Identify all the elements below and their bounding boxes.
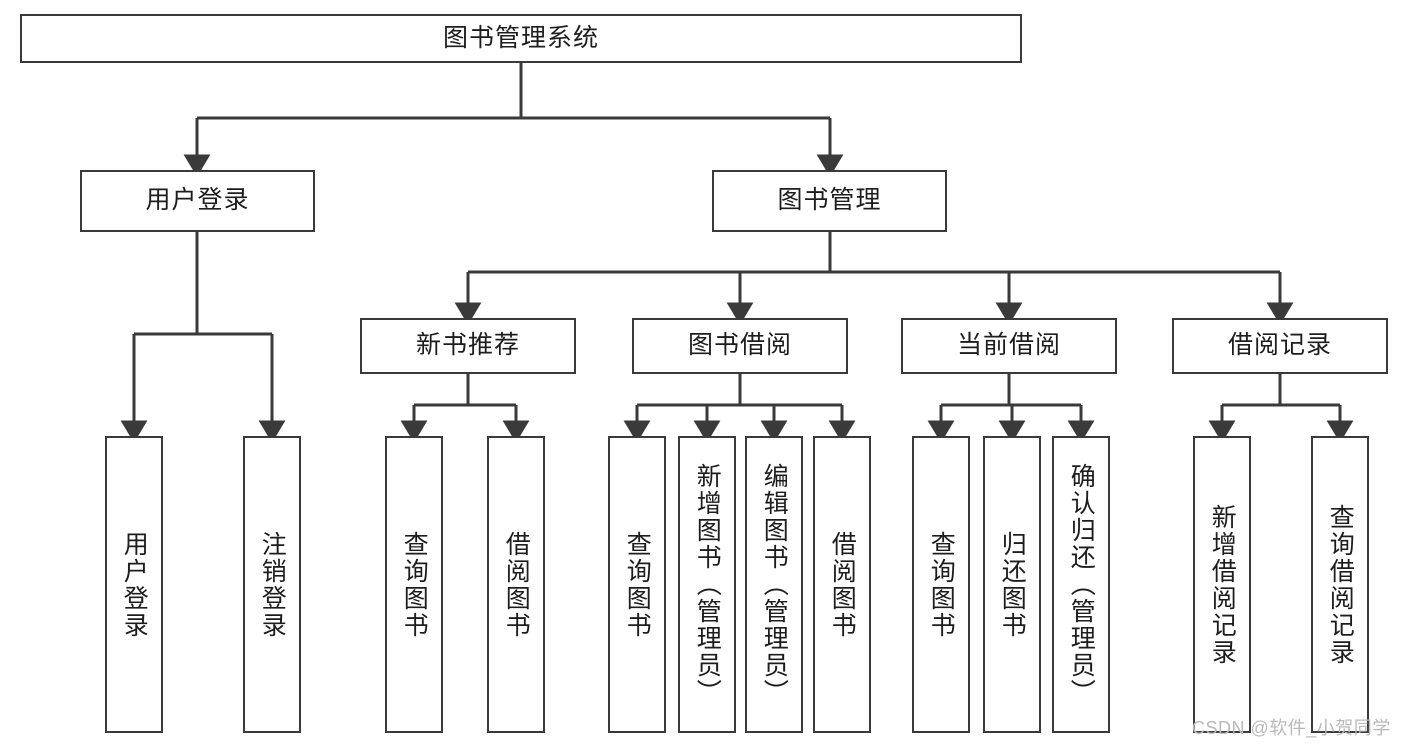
leaf-edit-book-admin[interactable]: 编辑图书（管理员）: [745, 436, 803, 733]
leaf-return-book[interactable]: 归还图书: [983, 436, 1041, 733]
leaf-borrow-book-new[interactable]: 借阅图书: [487, 436, 545, 733]
leaf-label: 归还图书: [998, 530, 1027, 639]
node-label: 用户登录: [145, 186, 250, 215]
leaf-add-book-admin[interactable]: 新增图书（管理员）: [678, 436, 736, 733]
node-label: 借阅记录: [1227, 331, 1332, 360]
node-book-borrow[interactable]: 图书借阅: [632, 318, 848, 374]
node-user-login[interactable]: 用户登录: [80, 170, 315, 232]
leaf-query-book-current[interactable]: 查询图书: [912, 436, 970, 733]
node-new-book-recommend[interactable]: 新书推荐: [360, 318, 576, 374]
leaf-label: 新增图书（管理员）: [693, 463, 722, 706]
leaf-borrow-book[interactable]: 借阅图书: [813, 436, 871, 733]
leaf-add-borrow-record[interactable]: 新增借阅记录: [1193, 436, 1251, 733]
leaf-label: 查询图书: [927, 530, 956, 639]
leaf-user-login[interactable]: 用户登录: [105, 436, 163, 733]
leaf-label: 用户登录: [120, 530, 149, 639]
csdn-watermark: CSDN @软件_小贺同学: [1192, 718, 1391, 738]
node-label: 图书管理系统: [442, 23, 599, 52]
leaf-label: 借阅图书: [828, 530, 857, 639]
leaf-label: 查询借阅记录: [1326, 503, 1355, 666]
node-label: 当前借阅: [956, 331, 1061, 360]
leaf-query-book-borrow[interactable]: 查询图书: [608, 436, 666, 733]
node-label: 图书管理: [777, 186, 882, 215]
node-label: 新书推荐: [415, 331, 520, 360]
node-current-borrow[interactable]: 当前借阅: [901, 318, 1117, 374]
leaf-label: 新增借阅记录: [1208, 503, 1237, 666]
leaf-label: 查询图书: [623, 530, 652, 639]
node-borrow-record[interactable]: 借阅记录: [1172, 318, 1388, 374]
leaf-query-book-new[interactable]: 查询图书: [385, 436, 443, 733]
node-label: 图书借阅: [687, 331, 792, 360]
leaf-label: 查询图书: [400, 530, 429, 639]
node-book-management[interactable]: 图书管理: [712, 170, 947, 232]
leaf-confirm-return-admin[interactable]: 确认归还（管理员）: [1052, 436, 1110, 733]
node-root-book-management-system[interactable]: 图书管理系统: [20, 14, 1022, 63]
leaf-label: 编辑图书（管理员）: [760, 463, 789, 706]
leaf-label: 确认归还（管理员）: [1067, 463, 1096, 706]
leaf-logout[interactable]: 注销登录: [243, 436, 301, 733]
leaf-query-borrow-record[interactable]: 查询借阅记录: [1311, 436, 1369, 733]
leaf-label: 借阅图书: [502, 530, 531, 639]
leaf-label: 注销登录: [258, 530, 287, 639]
